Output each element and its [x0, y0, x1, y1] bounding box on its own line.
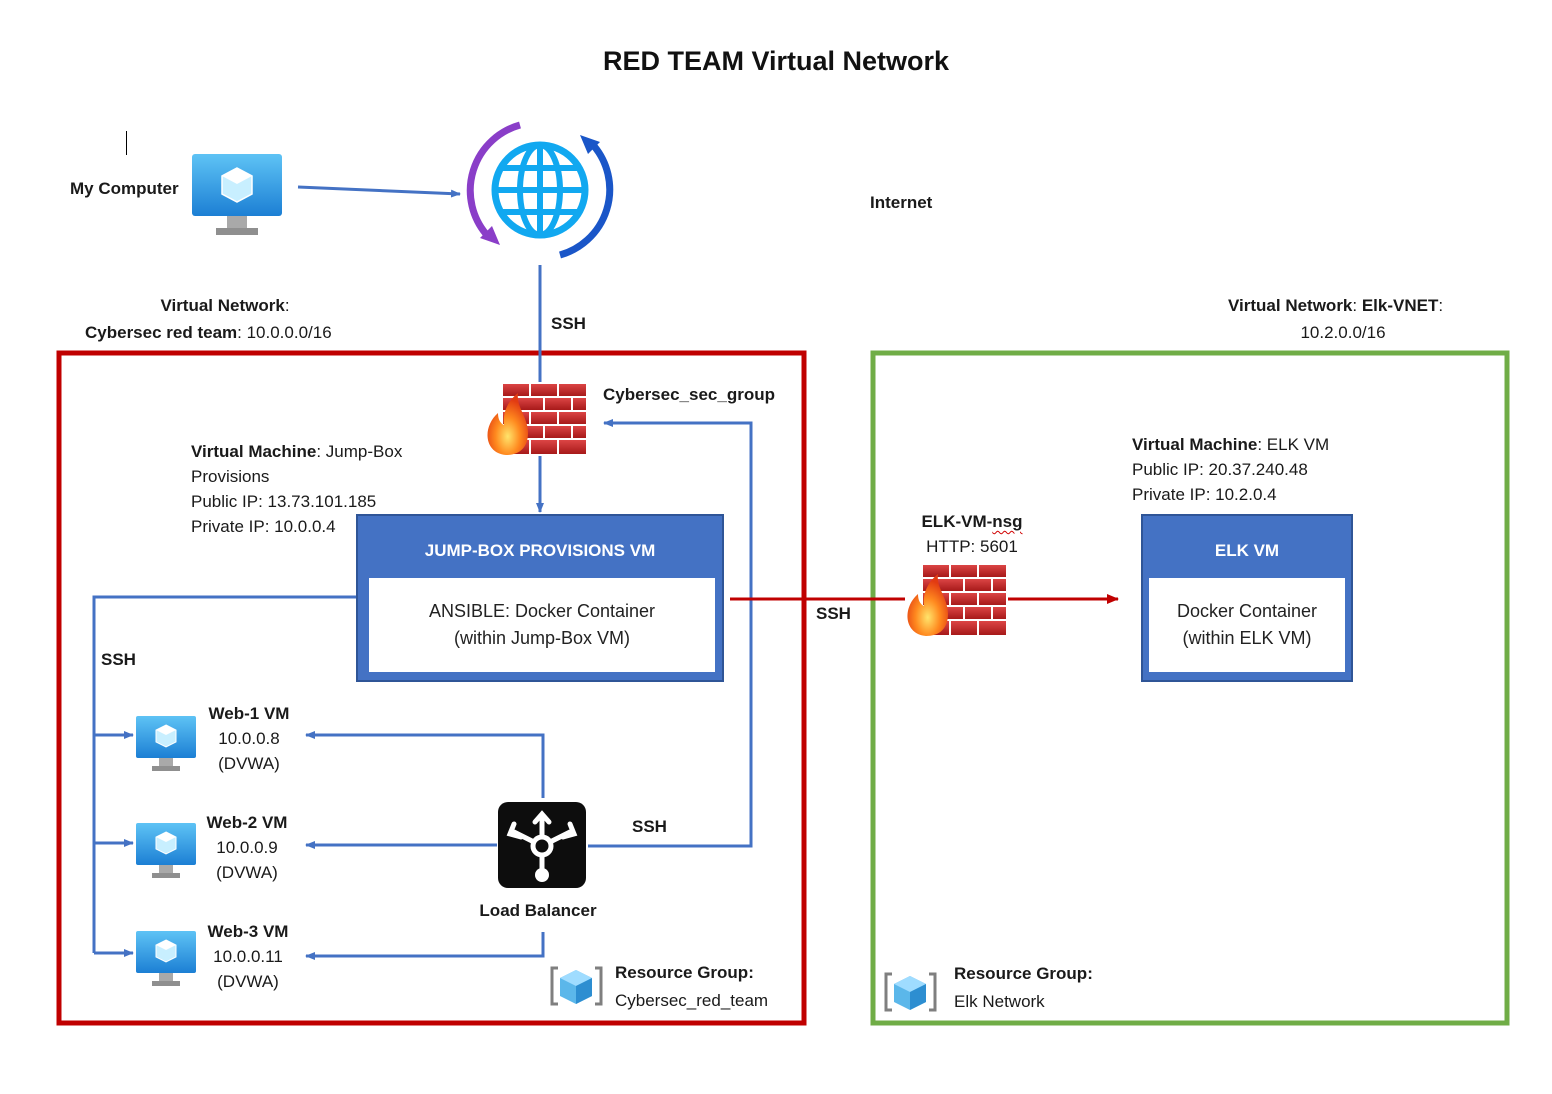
text-cursor [126, 131, 127, 155]
my-computer-label: My Computer [70, 179, 179, 198]
lb-firewall-connector [588, 419, 753, 848]
jumpbox-vm-box[interactable]: JUMP-BOX PROVISIONS VM ANSIBLE: Docker C… [356, 514, 724, 682]
monitor-icon [192, 154, 282, 235]
lb-web3-arrow [305, 932, 545, 960]
internet-label: Internet [870, 193, 933, 212]
firewall-icon [487, 382, 588, 456]
red-resource-group: Resource Group: Cybersec_red_team [615, 963, 769, 1010]
monitor-icon [136, 823, 196, 878]
web-vm-3[interactable]: Web-3 VM 10.0.0.11 (DVWA) [207, 922, 289, 991]
globe-sync-icon [466, 121, 614, 259]
jumpbox-ssh-bus [92, 595, 356, 953]
jumpbox-details: Virtual Machine: Jump-Box Provisions Pub… [191, 442, 403, 536]
web-vm-2[interactable]: Web-2 VM 10.0.0.9 (DVWA) [206, 813, 288, 882]
elk-vm-title: ELK VM [1214, 541, 1280, 560]
elk-vm-box[interactable]: ELK VM Docker Container (within ELK VM) [1141, 514, 1353, 682]
elk-vnet-border [870, 350, 1510, 1026]
elk-vnet-cidr: 10.2.0.0/16 [1300, 323, 1386, 342]
elk-vnet-label: Virtual Network: Elk-VNET: [1228, 296, 1444, 315]
resource-group-icon [884, 972, 937, 1012]
computer-internet-arrow [297, 185, 461, 198]
red-nsg-label: Cybersec_sec_group [603, 385, 775, 404]
lb-web1-arrow [305, 731, 545, 798]
red-vnet-cidr: Cybersec red team: 10.0.0.0/16 [85, 323, 332, 342]
monitor-icon [136, 931, 196, 986]
ssh-left-label: SSH [101, 650, 136, 669]
elk-vm-details: Virtual Machine: ELK VM Public IP: 20.37… [1132, 435, 1330, 504]
firewall-icon [907, 563, 1008, 637]
ssh-lb-label: SSH [632, 817, 667, 836]
load-balancer-icon [498, 802, 586, 888]
red-vnet-border [56, 350, 807, 1026]
web-vm-1[interactable]: Web-1 VM 10.0.0.8 (DVWA) [208, 704, 290, 773]
elk-nsg-label: ELK-VM-nsg HTTP: 5601 [921, 512, 1023, 556]
jumpbox-vm-title: JUMP-BOX PROVISIONS VM [424, 541, 656, 560]
resource-group-icon [550, 966, 603, 1006]
load-balancer-label: Load Balancer [479, 901, 597, 920]
monitor-icon [136, 716, 196, 771]
elk-resource-group: Resource Group: Elk Network [954, 964, 1093, 1011]
elk-docker-container: Docker Container (within ELK VM) [1149, 578, 1345, 672]
page-title: RED TEAM Virtual Network [602, 46, 950, 76]
ssh-internet-label: SSH [551, 314, 586, 333]
ssh-peering-label: SSH [816, 604, 851, 623]
ansible-container: ANSIBLE: Docker Container (within Jump-B… [369, 578, 715, 672]
red-vnet-label: Virtual Network: [160, 296, 290, 315]
